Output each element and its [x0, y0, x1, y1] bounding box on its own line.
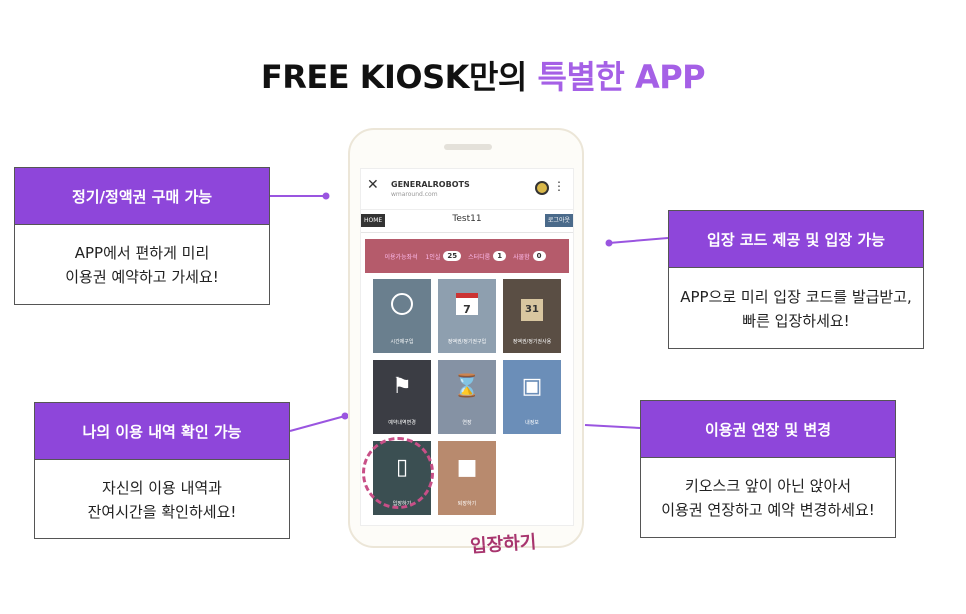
callout-entry-code: 입장 코드 제공 및 입장 가능 APP으로 미리 입장 코드를 발급받고, 빠…: [668, 210, 924, 349]
callout-text-line: 키오스크 앞이 아닌 앉아서: [684, 477, 852, 495]
callout-subscription-purchase: 정기/정액권 구매 가능 APP에서 편하게 미리 이용권 예약하고 가세요!: [14, 167, 270, 305]
enter-tile-highlight: [362, 437, 434, 509]
callout-heading: 정기/정액권 구매 가능: [15, 168, 269, 225]
title-main: FREE KIOSK만의: [260, 58, 528, 96]
tile-exit[interactable]: ■ 퇴장하기: [438, 441, 496, 515]
availability-label: 스터디룸: [468, 253, 491, 261]
connector-1-dot: [322, 192, 330, 200]
availability-label: 1인실: [425, 253, 441, 261]
lock-icon: ■: [456, 455, 478, 480]
availability-count: 0: [532, 251, 546, 261]
tile-label: 내정보: [525, 420, 539, 426]
callout-heading: 입장 코드 제공 및 입장 가능: [669, 211, 923, 268]
callout-usage-history: 나의 이용 내역 확인 가능 자신의 이용 내역과 잔여시간을 확인하세요!: [34, 402, 290, 539]
callout-text-line: APP으로 미리 입장 코드를 발급받고,: [680, 287, 912, 306]
tile-label: 시간제구입: [390, 339, 414, 345]
callout-text-line: 이용권 연장하고 예약 변경하세요!: [661, 501, 875, 519]
availability-prefix: 이용가능좌석: [384, 253, 418, 261]
connector-4: [584, 424, 641, 429]
tile-pass-use[interactable]: 31 정액권/정기권사용: [503, 279, 561, 353]
calendar-icon: 31: [521, 299, 543, 321]
callout-text-line: 잔여시간을 확인하세요!: [87, 502, 237, 521]
logout-button[interactable]: 로그아웃: [544, 214, 573, 227]
availability-label: 사물함: [513, 253, 530, 261]
callout-text-line: 자신의 이용 내역과: [102, 478, 222, 497]
connector-2: [608, 237, 669, 244]
tile-label: 연장: [462, 420, 472, 426]
app-page-title: Test11: [452, 214, 482, 224]
callout-text-line: 빠른 입장하세요!: [742, 311, 850, 330]
page-title: FREE KIOSK만의 특별한 APP: [0, 52, 966, 98]
app-nav-bar: HOME Test11 로그아웃: [361, 212, 573, 233]
callout-heading: 이용권 연장 및 변경: [641, 401, 895, 458]
kebab-menu-icon[interactable]: ⋮: [553, 179, 565, 193]
coin-icon[interactable]: [535, 181, 549, 195]
tile-label: 정액권/정기권구입: [447, 339, 487, 345]
connector-2-dot: [605, 239, 613, 247]
home-button[interactable]: HOME: [361, 214, 386, 227]
callout-extend-change: 이용권 연장 및 변경 키오스크 앞이 아닌 앉아서 이용권 연장하고 예약 변…: [640, 400, 896, 538]
tile-label: 예약내역변경: [388, 420, 416, 426]
clock-icon: [391, 293, 413, 315]
close-icon[interactable]: ✕: [367, 177, 379, 193]
tile-label: 퇴장하기: [457, 501, 477, 507]
phone-screen: ✕ GENERALROBOTS wmaround.com ⋮ HOME Test…: [360, 168, 574, 526]
tile-label: 정액권/정기권사용: [512, 339, 552, 345]
phone-speaker: [444, 144, 492, 150]
site-url: wmaround.com: [391, 191, 438, 198]
calendar-icon: 7: [456, 293, 478, 316]
enter-annotation: 입장하기: [469, 531, 538, 558]
chair-icon: ⚑: [392, 374, 412, 399]
tile-my-info[interactable]: ▣ 내정보: [503, 360, 561, 434]
locker-icon: ▣: [521, 374, 543, 399]
site-name: GENERALROBOTS: [391, 180, 470, 189]
callout-text-line: 이용권 예약하고 가세요!: [65, 268, 219, 286]
callout-heading: 나의 이용 내역 확인 가능: [35, 403, 289, 460]
availability-count: 1: [493, 251, 507, 261]
tile-time-purchase[interactable]: 시간제구입: [373, 279, 431, 353]
connector-3: [289, 415, 346, 432]
title-accent: 특별한 APP: [537, 58, 706, 96]
tile-extend[interactable]: ⌛ 연장: [438, 360, 496, 434]
tile-reservation-change[interactable]: ⚑ 예약내역변경: [373, 360, 431, 434]
tile-pass-purchase[interactable]: 7 정액권/정기권구입: [438, 279, 496, 353]
availability-strip: 이용가능좌석 1인실 25 스터디룸 1 사물함 0: [365, 239, 569, 273]
browser-top-bar: ✕ GENERALROBOTS wmaround.com ⋮: [361, 169, 573, 210]
callout-text-line: APP에서 편하게 미리: [74, 244, 210, 262]
hourglass-icon: ⌛: [453, 374, 481, 399]
phone-mockup: ✕ GENERALROBOTS wmaround.com ⋮ HOME Test…: [348, 128, 584, 548]
availability-count: 25: [443, 251, 462, 261]
